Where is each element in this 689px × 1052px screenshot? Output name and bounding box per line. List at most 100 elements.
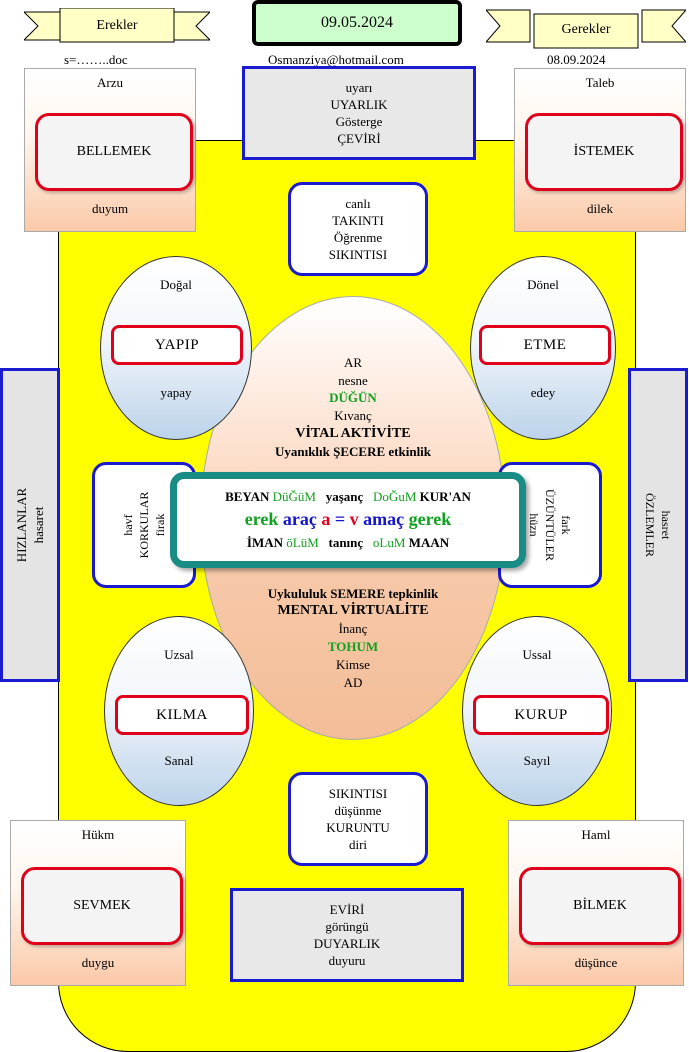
etme-button[interactable]: ETME [479, 325, 611, 365]
central-word: KUR'AN [419, 489, 471, 504]
corner-title: Hükm [81, 827, 115, 842]
upper-box-line: Öğrenme [333, 230, 383, 245]
uzuntuler-text: fark ÜZÜNTÜLER hüzn [526, 489, 574, 561]
ellipse-bottom-left: Uzsal KILMA Sanal [104, 616, 254, 806]
corner-title: Taleb [585, 75, 615, 90]
uzuntuler-line: ÜZÜNTÜLER [543, 489, 557, 561]
left-sidebar-line: hasaret [31, 506, 46, 544]
korkular-text: havf KORKULAR firak [120, 492, 168, 559]
ellipse-top-label: Ussal [522, 647, 552, 662]
uzuntuler-line: fark [559, 515, 573, 535]
upper-box-line: SIKINTISI [328, 247, 388, 262]
right-sidebar-line: hasret [659, 510, 673, 540]
corner-bottom-right: Haml BİLMEK düşünce [508, 820, 684, 986]
egg-text: DÜĞÜN [329, 390, 377, 405]
email-label: Osmanziya@hotmail.com [268, 52, 404, 67]
ellipse-bottom-label: edey [530, 385, 556, 400]
egg-text: Uykululuk SEMERE tepkinlik [267, 586, 439, 601]
central-word: v [349, 509, 359, 529]
korkular-line: havf [121, 514, 135, 536]
ellipse-bottom-label: yapay [160, 385, 192, 400]
central-word: erek [244, 509, 279, 529]
central-word: İMAN [246, 535, 283, 550]
upper-box-line: TAKINTI [332, 213, 384, 228]
uzuntuler-line: hüzn [527, 513, 541, 537]
bottom-box-line: duyuru [328, 953, 366, 968]
bottom-box-line: DUYARLIK [313, 936, 381, 951]
egg-text: Kimse [336, 657, 370, 672]
right-ribbon-label: Gerekler [561, 22, 611, 37]
corner-bottom: dilek [587, 201, 613, 216]
bellemek-button[interactable]: BELLEMEK [35, 113, 193, 191]
central-word: oLuM [372, 535, 406, 550]
central-word: yaşanç [325, 489, 364, 504]
lower-box-line: diri [348, 837, 368, 852]
ellipse-top-left: Doğal YAPIP yapay [100, 256, 252, 440]
lower-box-line: KURUNTU [326, 820, 390, 835]
central-word: tanınç [328, 535, 364, 550]
egg-text: AR [343, 355, 363, 370]
ellipse-bottom-right: Ussal KURUP Sayıl [462, 616, 612, 806]
lower-box-line: düşünme [334, 803, 382, 818]
top-box: uyarı UYARLIK Gösterge ÇEVİRİ [242, 66, 476, 160]
ellipse-top-right: Dönel ETME edey [470, 256, 616, 440]
central-row-3: İMAN öLüM tanınç oLuM MAAN [177, 535, 519, 551]
istemek-button[interactable]: İSTEMEK [525, 113, 683, 191]
lower-box-line: SIKINTISI [328, 786, 388, 801]
right-sidebar-line: ÖZLEMLER [643, 493, 657, 557]
right-date-label: 08.09.2024 [547, 52, 606, 67]
left-sidebar-line: HIZLANLAR [14, 487, 29, 563]
central-word: DüĞüM [272, 489, 316, 504]
right-sidebar: hasret ÖZLEMLER [628, 368, 688, 682]
central-word: DoĞuM [373, 489, 417, 504]
kilma-button[interactable]: KILMA [115, 695, 249, 735]
corner-top-right: Taleb İSTEMEK dilek [514, 68, 686, 232]
left-sidebar: HIZLANLAR hasaret [0, 368, 60, 682]
central-word: araç [282, 509, 317, 529]
upper-box: canlı TAKINTI Öğrenme SIKINTISI [288, 182, 428, 276]
central-row-2: erek araç a = v amaç gerek [177, 509, 519, 530]
sevmek-button[interactable]: SEVMEK [21, 867, 183, 945]
doc-label: s=……..doc [64, 52, 128, 67]
egg-text: Kıvanç [334, 408, 372, 423]
egg-text: AD [343, 675, 363, 690]
kurup-button[interactable]: KURUP [473, 695, 609, 735]
ellipse-bottom-label: Sayıl [523, 753, 551, 768]
left-ribbon: Erekler [24, 8, 210, 54]
top-box-line: Gösterge [335, 114, 383, 129]
corner-bottom: duyum [91, 201, 129, 216]
egg-text: nesne [338, 373, 368, 388]
egg-text: TOHUM [327, 639, 379, 654]
ellipse-top-label: Uzsal [164, 647, 194, 662]
egg-text: VİTAL AKTİVİTE [295, 426, 411, 441]
korkular-line: firak [153, 513, 167, 537]
corner-title: Arzu [97, 75, 123, 90]
lower-box: SIKINTISI düşünme KURUNTU diri [288, 772, 428, 866]
central-word: öLüM [286, 535, 319, 550]
egg-text: Uyanıklık ŞECERE etkinlik [274, 444, 432, 459]
central-word: = [334, 509, 346, 529]
left-sidebar-text: HIZLANLAR hasaret [13, 488, 47, 562]
ellipse-top-label: Doğal [160, 277, 192, 292]
upper-box-line: canlı [345, 196, 371, 211]
central-word: a [321, 509, 331, 529]
central-box: BEYAN DüĞüM yaşanç DoĞuM KUR'AN erek ara… [170, 472, 526, 568]
bilmek-button[interactable]: BİLMEK [519, 867, 681, 945]
central-word: BEYAN [225, 489, 270, 504]
bottom-box-line: görüngü [325, 919, 369, 934]
corner-top-left: Arzu BELLEMEK duyum [24, 68, 196, 232]
bottom-box: EVİRİ görüngü DUYARLIK duyuru [230, 888, 464, 982]
egg-text: İnanç [338, 621, 368, 636]
top-box-line: UYARLIK [330, 97, 388, 112]
central-word: amaç [363, 509, 405, 529]
ellipse-top-label: Dönel [527, 277, 559, 292]
right-ribbon: Gerekler [486, 8, 686, 54]
ellipse-bottom-label: Sanal [164, 753, 194, 768]
corner-bottom: duygu [81, 955, 115, 970]
central-row-1: BEYAN DüĞüM yaşanç DoĞuM KUR'AN [177, 489, 519, 505]
left-ribbon-label: Erekler [96, 18, 138, 33]
korkular-line: KORKULAR [137, 491, 151, 559]
central-word: MAAN [408, 535, 450, 550]
top-box-line: ÇEVİRİ [337, 131, 381, 146]
yapip-button[interactable]: YAPIP [111, 325, 243, 365]
